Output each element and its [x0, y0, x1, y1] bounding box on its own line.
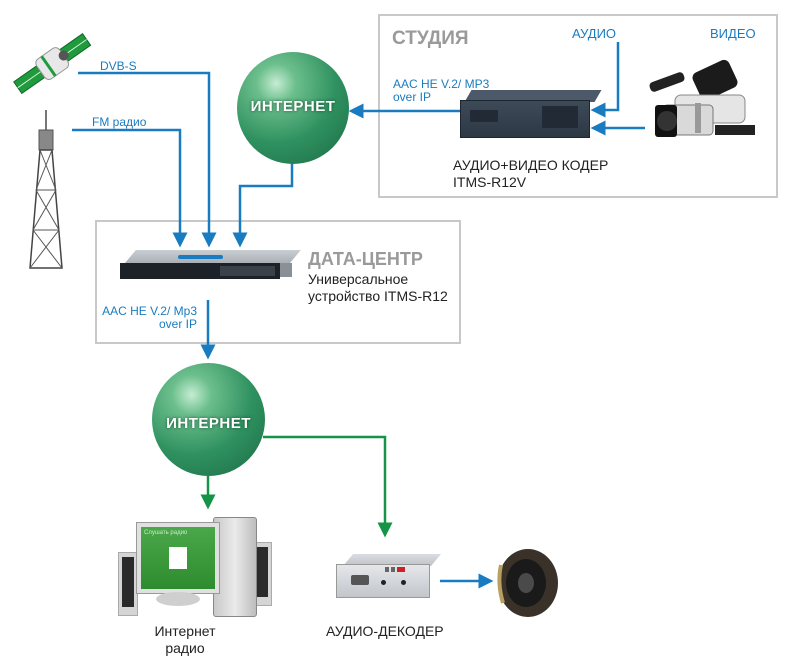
internet-globe-top: ИНТЕРНЕТ	[237, 52, 349, 164]
datacenter-device-label: Универсальное устройство ITMS-R12	[308, 271, 448, 305]
studio-title: СТУДИЯ	[392, 28, 469, 49]
internet-globe-bottom: ИНТЕРНЕТ	[152, 363, 265, 476]
datacenter-stream-label: AAC HE V.2/ Mp3 over IP	[100, 305, 197, 331]
arrow-dvbs-to-datacenter	[78, 71, 217, 248]
audio-decoder-device	[336, 554, 442, 598]
satellite-icon	[13, 33, 92, 95]
studio-box	[378, 14, 778, 198]
dvbs-label: DVB-S	[100, 59, 137, 73]
decoder-label: АУДИО-ДЕКОДЕР	[326, 623, 444, 639]
datacenter-device-line1: Универсальное	[308, 271, 409, 287]
encoder-label-line2: ITMS-R12V	[453, 174, 527, 190]
video-label: ВИДЕО	[710, 26, 756, 41]
fm-radio-label: FM радио	[92, 115, 147, 129]
pc-label-line2: радио	[165, 640, 205, 656]
pc-label-line1: Интернет	[154, 623, 216, 639]
speaker-icon	[497, 549, 558, 617]
video-camera-icon	[649, 59, 755, 137]
arrow-internet-to-decoder	[263, 435, 393, 538]
arrow-fm-to-datacenter	[72, 128, 188, 248]
av-encoder-device	[460, 90, 602, 140]
studio-stream-label-line2: over IP	[393, 90, 432, 104]
internet-globe-top-label: ИНТЕРНЕТ	[250, 98, 336, 115]
datacenter-title: ДАТА-ЦЕНТР	[308, 249, 423, 269]
datacenter-device-line2: устройство ITMS-R12	[308, 288, 448, 304]
studio-stream-label: AAC HE V.2/ MP3 over IP	[393, 78, 489, 104]
datacenter-stream-label-line2: over IP	[158, 317, 197, 331]
datacenter-box	[95, 220, 461, 344]
encoder-label: АУДИО+ВИДЕО КОДЕР ITMS-R12V	[453, 157, 608, 191]
pc-screen-title: Слушать радио	[144, 530, 188, 536]
datacenter-stream-label-line1: AAC HE V.2/ Mp3	[102, 304, 197, 318]
pc-internet-radio: Слушать радио	[118, 512, 278, 617]
arrow-audio-to-encoder	[590, 42, 620, 118]
arrow-internet-to-datacenter	[232, 163, 294, 248]
radio-tower-icon	[29, 110, 63, 269]
encoder-label-line1: АУДИО+ВИДЕО КОДЕР	[453, 157, 609, 173]
itms-r12-server	[120, 250, 301, 292]
audio-label: АУДИО	[572, 26, 617, 41]
pc-label: Интернет радио	[150, 623, 220, 657]
internet-globe-bottom-label: ИНТЕРНЕТ	[166, 415, 251, 432]
studio-stream-label-line1: AAC HE V.2/ MP3	[393, 77, 490, 91]
